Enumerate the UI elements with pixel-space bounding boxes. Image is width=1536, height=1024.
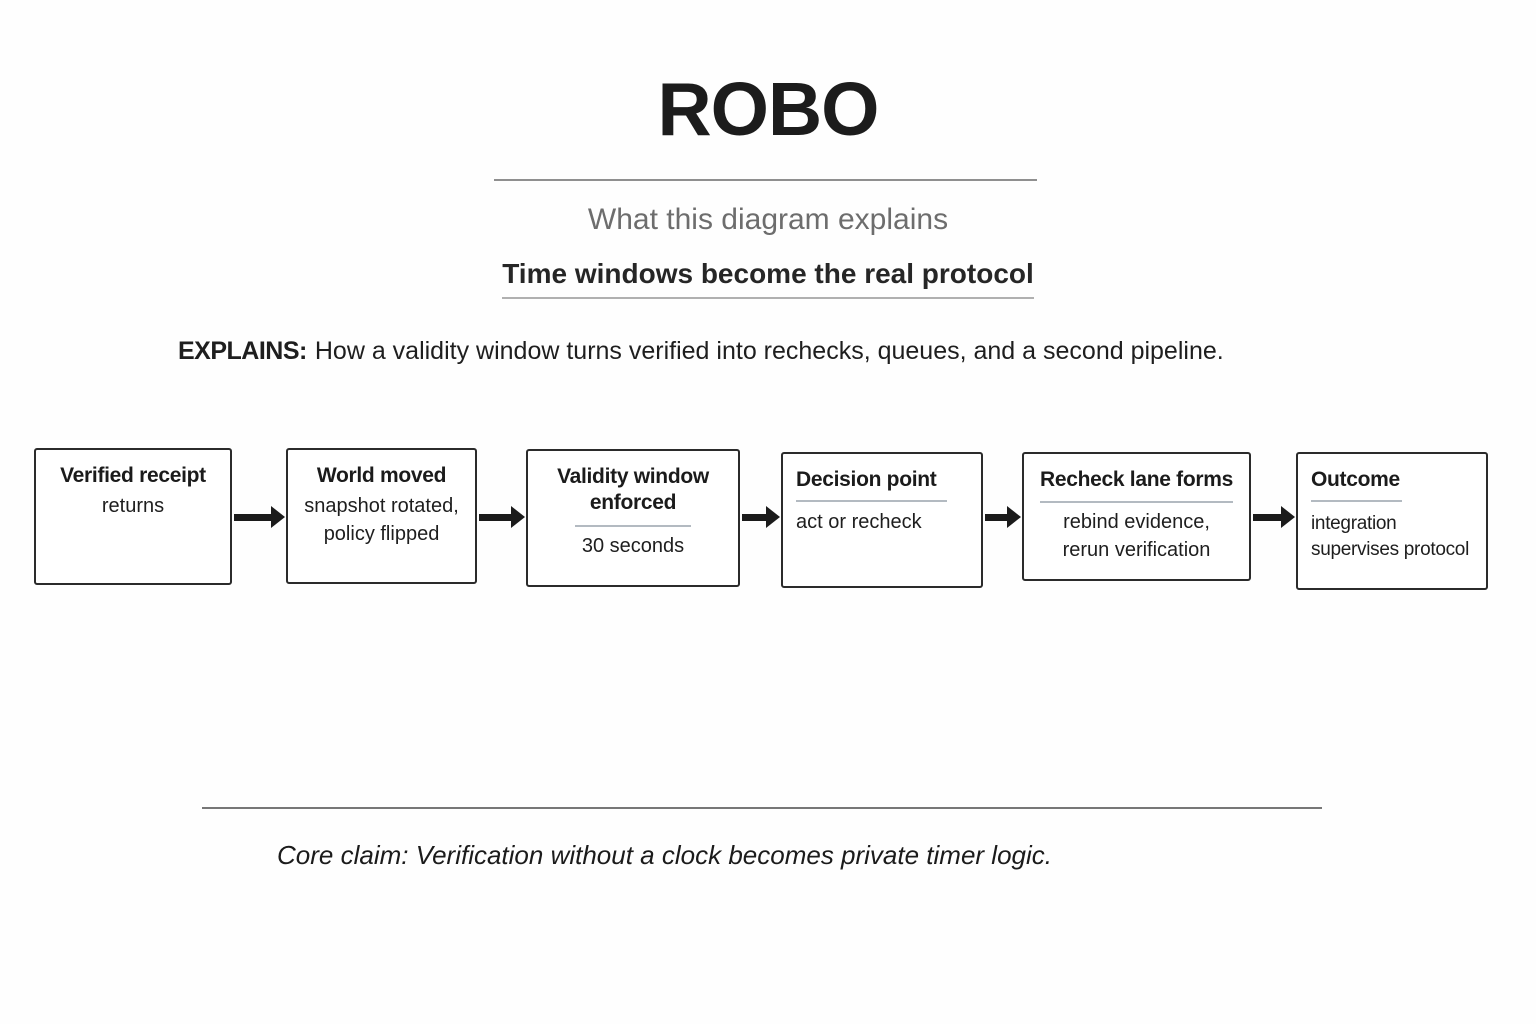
title-underline [1039,501,1233,504]
box-title: World moved [316,464,447,487]
flow-arrow [985,506,1021,528]
arrow-shaft [1253,514,1283,521]
title-underline [575,524,691,527]
box-line: 30 seconds [581,534,685,557]
explains-label: EXPLAINS: [178,337,307,365]
arrow-shaft [742,514,768,521]
diagram-heading-row: Time windows become the real protocol [0,258,1536,299]
box-title: Verified receipt [60,464,206,487]
arrow-head-icon [511,506,525,528]
box-line: act or recheck [796,511,922,534]
arrow-shaft [479,514,513,521]
box-line: snapshot rotated, [304,495,459,518]
core-claim: Core claim: Verification without a clock… [277,840,1052,870]
arrow-head-icon [1007,506,1021,528]
flow-arrow [742,506,780,528]
box-line: integration [1311,513,1397,535]
box-line: supervises protocol [1311,539,1469,561]
box-line: rebind evidence, [1063,511,1210,534]
box-line: rerun verification [1062,538,1211,561]
explains-text: How a validity window turns verified int… [314,337,1224,365]
flow-box-outcome: Outcome integration supervises protocol [1296,452,1488,590]
top-divider [494,179,1037,181]
flow-box-decision-point: Decision point act or recheck [781,452,983,588]
flow-arrow [479,506,525,528]
box-title: Validity window enforced [557,465,709,515]
flow-arrow [1253,506,1295,528]
title-underline [1311,500,1402,503]
arrow-head-icon [271,506,285,528]
box-line: policy flipped [323,522,440,545]
box-title: Recheck lane forms [1039,468,1234,491]
page-title: ROBO [657,67,880,151]
flow-box-verified-receipt: Verified receipt returns [34,448,232,585]
flow-box-recheck-lane: Recheck lane forms rebind evidence, reru… [1022,452,1251,581]
box-title: Outcome [1311,468,1400,491]
arrow-shaft [985,514,1009,521]
arrow-shaft [234,514,273,521]
box-line: returns [101,495,165,518]
flow-box-world-moved: World moved snapshot rotated, policy fli… [286,448,477,584]
explains-line: EXPLAINS:How a validity window turns ver… [178,336,1416,366]
diagram-heading: Time windows become the real protocol [502,258,1034,299]
arrow-head-icon [1281,506,1295,528]
flow-box-validity-window: Validity window enforced 30 seconds [526,449,740,587]
bottom-divider [202,807,1322,809]
diagram-subtitle: What this diagram explains [587,203,949,236]
flow-arrow [234,506,285,528]
box-title: Decision point [796,468,937,491]
title-underline [796,500,948,503]
arrow-head-icon [766,506,780,528]
